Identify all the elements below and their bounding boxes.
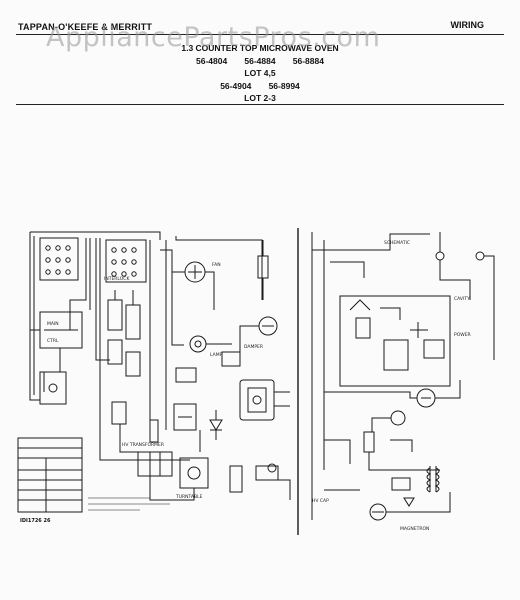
svg-text:FAN: FAN: [212, 262, 221, 268]
info-table: [17, 437, 83, 513]
thermal-cutout: [257, 240, 269, 300]
terminal-block-left: [39, 237, 79, 281]
panel-code: IDI1726 26: [20, 518, 51, 524]
relay-bank: [107, 290, 141, 377]
model-row-2: 56-4904 56-8994: [0, 80, 520, 93]
model-number: 56-4804: [196, 55, 228, 66]
svg-text:POWER: POWER: [454, 332, 471, 338]
fan-motor-sym: [390, 410, 406, 426]
title-block: 1.3 COUNTER TOP MICROWAVE OVEN 56-4804 5…: [0, 42, 520, 105]
lot-label-a: LOT 4,5: [244, 68, 276, 78]
model-number: 56-8884: [292, 55, 324, 66]
header-rule: [16, 34, 504, 35]
lot-label-b: LOT 2-3: [244, 93, 276, 103]
svg-text:INTERLOCK: INTERLOCK: [104, 276, 130, 282]
notes-block: [88, 497, 170, 511]
hv-cap-diode-sym: [391, 477, 415, 507]
watermark: AppliancePartsPros.com: [46, 22, 381, 53]
svg-text:TURNTABLE: TURNTABLE: [175, 494, 203, 500]
svg-text:CTRL: CTRL: [47, 338, 59, 344]
hv-capacitor: [173, 403, 197, 431]
section-header: WIRING: [450, 20, 485, 30]
hv-transformer-sym: [426, 466, 440, 493]
hv-diode: [209, 410, 223, 440]
brand-header: TAPPAN-O'KEEFE & MERRITT: [18, 22, 153, 32]
lamp-socket: [189, 335, 232, 353]
svg-text:HV TRANSFORMER: HV TRANSFORMER: [122, 442, 164, 448]
title-rule: [16, 104, 504, 105]
model-number: 56-4904: [220, 80, 252, 91]
svg-text:MAGNETRON: MAGNETRON: [400, 526, 429, 532]
model-number: 56-4884: [244, 55, 276, 66]
svg-text:DAMPER: DAMPER: [244, 344, 263, 350]
fan-motor: [172, 261, 215, 310]
hv-transformer-left: [137, 451, 173, 477]
svg-text:LAMP: LAMP: [210, 352, 223, 358]
svg-text:HV CAP: HV CAP: [312, 498, 329, 504]
harness-wire: [29, 232, 40, 401]
small-relays: [111, 351, 241, 443]
svg-text:MAIN: MAIN: [47, 321, 59, 327]
terminal-block-center: [105, 239, 147, 283]
svg-text:SCHEMATIC: SCHEMATIC: [384, 240, 410, 246]
turntable-motor: [179, 457, 209, 489]
interlock-switch-block: [39, 371, 67, 405]
fuse-holder: [229, 463, 279, 493]
magnetron: [239, 379, 290, 421]
svg-text:CAVITY: CAVITY: [454, 296, 470, 302]
schematic-main: [311, 232, 495, 521]
model-row-1: 56-4804 56-4884 56-8884: [0, 55, 520, 68]
control-module: MAIN CTRL: [39, 311, 83, 349]
damper-motor: [239, 316, 278, 360]
model-number: 56-8994: [268, 80, 300, 91]
title-line: 1.3 COUNTER TOP MICROWAVE OVEN: [181, 43, 339, 53]
